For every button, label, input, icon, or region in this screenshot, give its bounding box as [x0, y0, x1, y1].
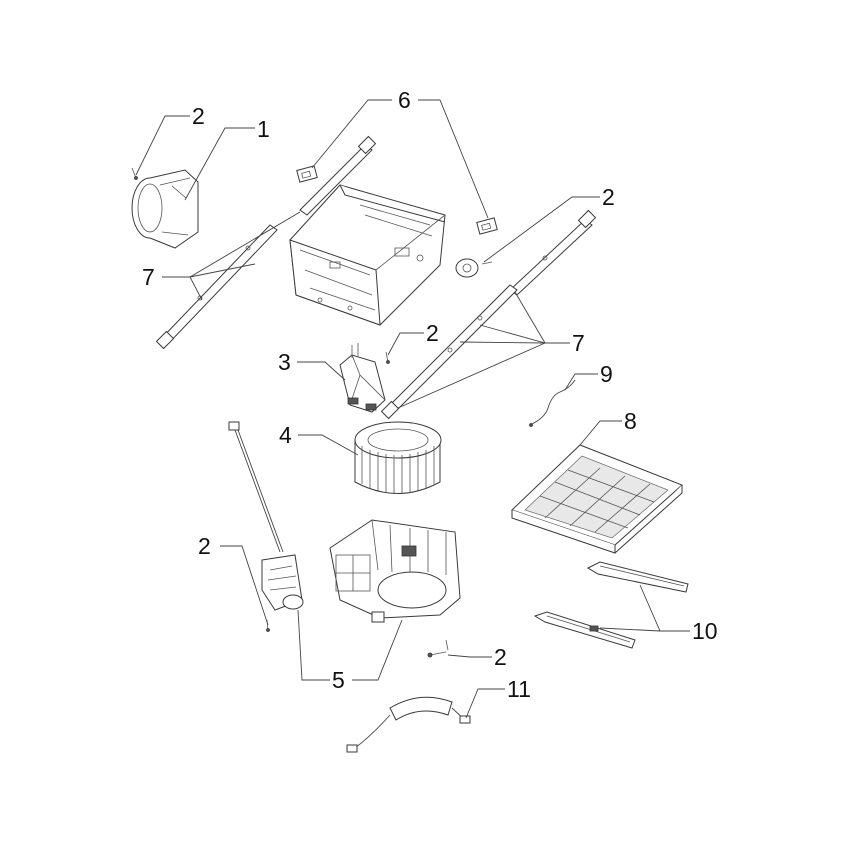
part-mounting-bar-upper-right [509, 209, 597, 296]
callout-6: 6 [398, 87, 411, 113]
part-screw [427, 639, 449, 658]
part-light-module [346, 696, 471, 753]
callout-1: 1 [257, 116, 270, 142]
callout-3: 3 [278, 349, 291, 375]
part-wire-harness [228, 421, 304, 632]
part-mounting-bar-upper-left [299, 135, 377, 216]
callout-2: 2 [602, 184, 615, 210]
part-motor [339, 343, 386, 413]
part-grille-spring-upper [586, 561, 689, 593]
part-screw [385, 351, 390, 364]
callout-5: 5 [332, 667, 345, 693]
callout-11: 11 [507, 676, 531, 702]
callout-8: 8 [624, 408, 637, 434]
callout-4: 4 [279, 422, 292, 448]
part-duct-connector [131, 169, 199, 249]
part-bracket [455, 258, 493, 278]
part-grille [511, 444, 683, 554]
callout-2: 2 [192, 103, 205, 129]
part-mounting-bar-lower-left [155, 224, 278, 350]
part-blower-wheel [354, 421, 442, 494]
callout-7: 7 [572, 330, 585, 356]
part-screw [131, 167, 138, 180]
part-wire [529, 379, 576, 427]
callout-2: 2 [426, 320, 439, 346]
part-grille-spring-lower [533, 611, 636, 649]
callout-7: 7 [142, 264, 155, 290]
callout-10: 10 [692, 618, 718, 644]
leader-lines [135, 99, 690, 719]
callout-9: 9 [600, 361, 613, 387]
callout-2: 2 [198, 533, 211, 559]
part-hanger-clip-right [476, 217, 498, 235]
part-housing [289, 184, 446, 326]
part-scroll-housing [329, 519, 461, 623]
part-mounting-bar-lower-right [380, 284, 518, 420]
callout-2: 2 [494, 644, 507, 670]
part-hanger-clip-left [296, 165, 318, 183]
